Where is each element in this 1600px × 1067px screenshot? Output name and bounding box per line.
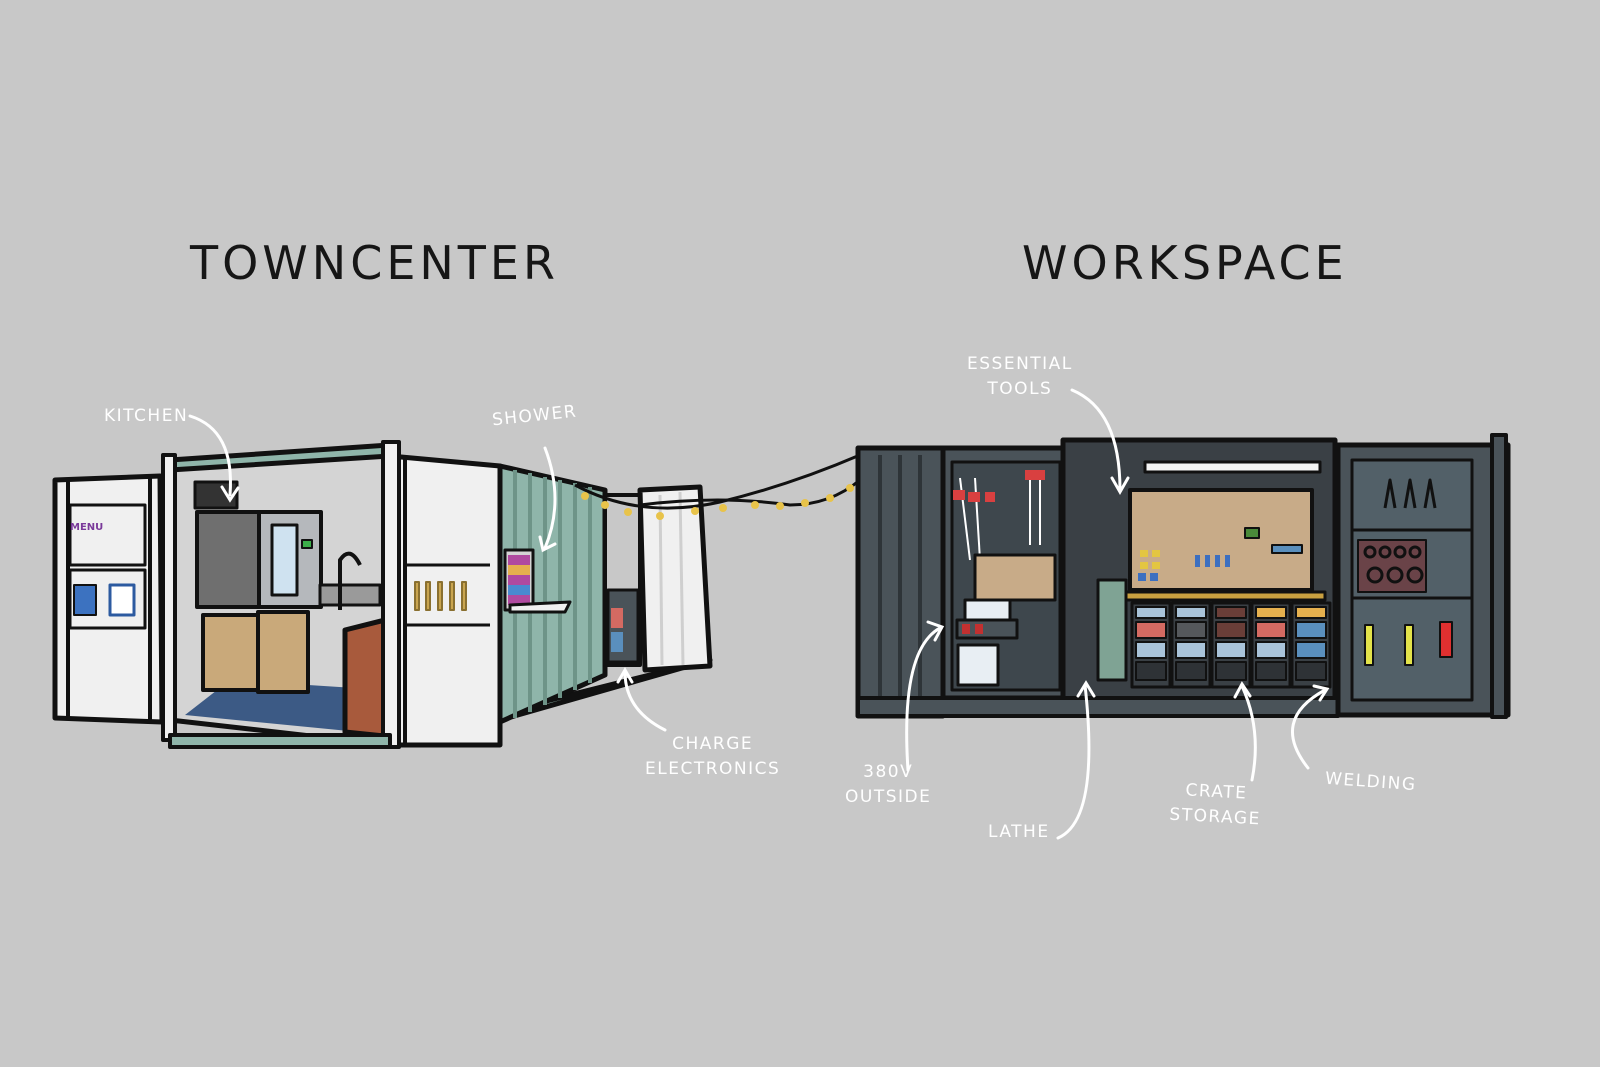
- menu-board-label: MENU: [70, 522, 103, 533]
- workspace-container: [855, 433, 1511, 719]
- towncenter-title: TOWNCENTER: [190, 236, 559, 290]
- label-crate-storage: CRATE STORAGE: [1168, 780, 1262, 830]
- label-380v-outside: 380V OUTSIDE: [845, 762, 932, 807]
- label-charge-electronics: CHARGE ELECTRONICS: [645, 734, 781, 779]
- label-essential-tools: ESSENTIAL TOOLS: [967, 354, 1073, 399]
- towncenter-container: [52, 440, 713, 749]
- workspace-title: WORKSPACE: [1022, 236, 1348, 290]
- label-lathe: LATHE: [988, 822, 1050, 842]
- label-kitchen: KITCHEN: [104, 406, 189, 426]
- annotation-arrows: [188, 388, 1330, 840]
